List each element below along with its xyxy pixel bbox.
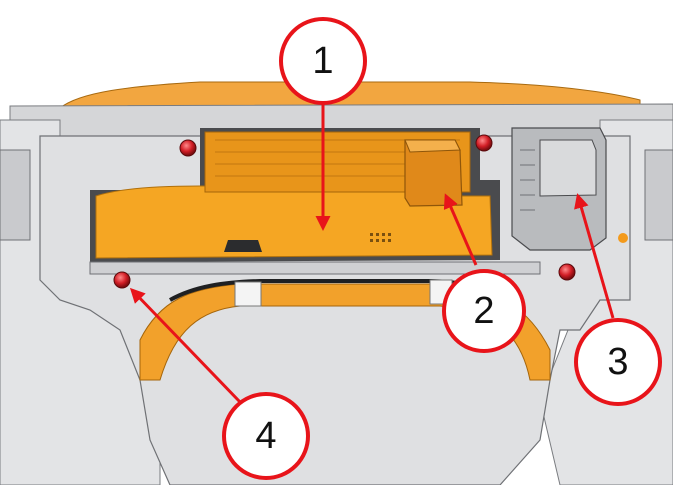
callout-4: 4 — [222, 392, 310, 480]
grey-module-edges — [520, 149, 535, 211]
callout-3-label: 3 — [607, 341, 628, 383]
bolt-lower-right — [558, 263, 576, 281]
callout-1-label: 1 — [312, 40, 333, 82]
grey-module-connector — [539, 139, 597, 197]
right-side-bracket — [644, 149, 673, 241]
lower-cross-member — [89, 261, 541, 275]
callout-4-label: 4 — [255, 415, 276, 457]
lower-orange-trim — [139, 283, 551, 381]
arrow-3 — [574, 193, 615, 319]
bolt-lower-left — [113, 271, 131, 289]
left-side-bracket — [0, 149, 31, 241]
orange-box-top — [404, 139, 461, 153]
callout-2: 2 — [442, 269, 526, 353]
callout-3: 3 — [574, 318, 662, 406]
orange-marker — [618, 233, 628, 243]
callout-1: 1 — [279, 17, 367, 105]
arrow-4 — [129, 287, 242, 404]
bolt-top-left — [179, 139, 197, 157]
module-tab — [224, 240, 262, 252]
vent-grille — [370, 233, 391, 242]
orange-module — [95, 185, 493, 259]
bolt-top-right — [475, 134, 493, 152]
orange-module-upper — [204, 131, 471, 193]
orange-module-ribs — [215, 139, 460, 177]
arrow-2 — [443, 193, 478, 266]
callout-2-label: 2 — [473, 290, 494, 332]
clip-left — [234, 281, 262, 307]
